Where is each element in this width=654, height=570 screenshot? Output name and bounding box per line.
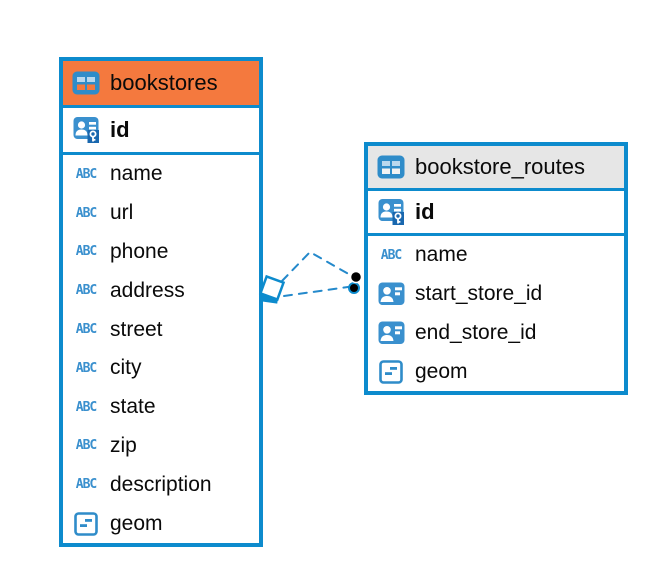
table-title: bookstores (110, 70, 218, 95)
column-label: zip (110, 433, 137, 457)
foreign-key-icon (376, 321, 406, 345)
column-label: start_store_id (415, 282, 543, 306)
table-bookstores-columns: ABC name ABC url ABC phone ABC address A… (63, 155, 259, 543)
column-label: id (415, 199, 435, 224)
column-row[interactable]: id (63, 108, 259, 155)
column-label: geom (415, 359, 468, 383)
column-label: address (110, 278, 185, 302)
column-label: name (110, 162, 163, 186)
column-row[interactable]: start_store_id (368, 274, 624, 314)
column-row[interactable]: ABC zip (63, 426, 259, 466)
relationship-line-upper[interactable] (281, 250, 353, 282)
column-row[interactable]: ABC name (63, 155, 259, 194)
column-label: url (110, 201, 134, 225)
column-label: name (415, 243, 468, 267)
column-row[interactable]: end_store_id (368, 313, 624, 353)
text-type-icon: ABC (75, 283, 98, 299)
table-bookstores[interactable]: bookstores id ABC (59, 57, 263, 547)
relationship-source-marker (258, 274, 286, 304)
column-row[interactable]: ABC state (63, 387, 259, 427)
column-row[interactable]: ABC address (63, 271, 259, 311)
column-row[interactable]: geom (63, 504, 259, 543)
text-type-icon: ABC (75, 166, 98, 182)
text-type-icon: ABC (75, 438, 98, 454)
relationship-endpoint-dots (348, 270, 363, 294)
column-row[interactable]: ABC phone (63, 232, 259, 272)
table-icon (71, 71, 101, 95)
geometry-type-icon (71, 511, 101, 536)
column-label: end_store_id (415, 320, 537, 344)
text-type-icon: ABC (75, 399, 98, 415)
column-label: id (110, 117, 130, 142)
text-type-icon: ABC (380, 247, 403, 263)
text-type-icon: ABC (75, 205, 98, 221)
text-type-icon: ABC (75, 322, 98, 338)
column-row[interactable]: ABC street (63, 310, 259, 349)
relationship-line-lower[interactable] (283, 286, 349, 297)
table-bookstores-header[interactable]: bookstores (63, 61, 259, 108)
column-row[interactable]: id (368, 191, 624, 236)
table-bookstore-routes-header[interactable]: bookstore_routes (368, 146, 624, 191)
column-label: state (110, 395, 156, 419)
primary-key-icon (71, 116, 101, 144)
column-label: city (110, 356, 142, 380)
text-type-icon: ABC (75, 477, 98, 493)
table-bookstore-routes-columns: ABC name start_store_id (368, 236, 624, 391)
column-label: description (110, 472, 212, 496)
column-label: phone (110, 239, 169, 263)
column-label: geom (110, 511, 163, 535)
column-label: street (110, 317, 163, 341)
foreign-key-icon (376, 282, 406, 306)
column-row[interactable]: geom (368, 352, 624, 391)
column-row[interactable]: ABC url (63, 193, 259, 233)
column-row[interactable]: ABC description (63, 465, 259, 505)
column-row[interactable]: ABC city (63, 348, 259, 388)
column-row[interactable]: ABC name (368, 236, 624, 275)
table-title: bookstore_routes (415, 154, 585, 179)
text-type-icon: ABC (75, 360, 98, 376)
table-bookstore-routes[interactable]: bookstore_routes id ABC (364, 142, 628, 395)
geometry-type-icon (376, 359, 406, 384)
table-icon (376, 155, 406, 179)
text-type-icon: ABC (75, 244, 98, 260)
primary-key-icon (376, 198, 406, 226)
